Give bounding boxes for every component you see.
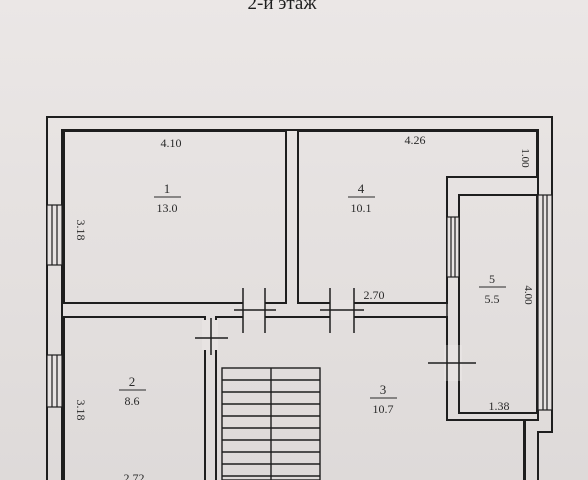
room-3-number: 3 (380, 382, 387, 397)
room-4 (297, 130, 538, 304)
staircase (221, 367, 321, 480)
room-3-width: 2.70 (364, 288, 385, 302)
windows (46, 194, 553, 411)
room-1-area: 13.0 (157, 201, 178, 215)
room-4-area: 10.1 (351, 201, 372, 215)
room-2-width: 2.72 (124, 471, 145, 480)
room-2-height: 3.18 (74, 400, 88, 421)
doors (195, 288, 476, 381)
room-2-area: 8.6 (125, 394, 140, 408)
outer-walls (46, 116, 553, 480)
room-3-area: 10.7 (373, 402, 394, 416)
room-1 (63, 130, 287, 304)
room-1-width: 4.10 (161, 136, 182, 150)
area-separators (119, 196, 506, 399)
room-1-number: 1 (164, 181, 171, 196)
room-2-number: 2 (129, 374, 136, 389)
room-4-number: 4 (358, 181, 365, 196)
room-5-area: 5.5 (485, 292, 500, 306)
room-4-height: 1.00 (519, 148, 531, 168)
room-5-number: 5 (489, 272, 495, 286)
room-5-width: 1.38 (489, 399, 510, 413)
room-1-height: 3.18 (74, 220, 88, 241)
floor-title: 2-й этаж (248, 0, 318, 14)
room-4-width: 4.26 (405, 133, 426, 147)
room-5-height: 4.00 (522, 285, 534, 305)
